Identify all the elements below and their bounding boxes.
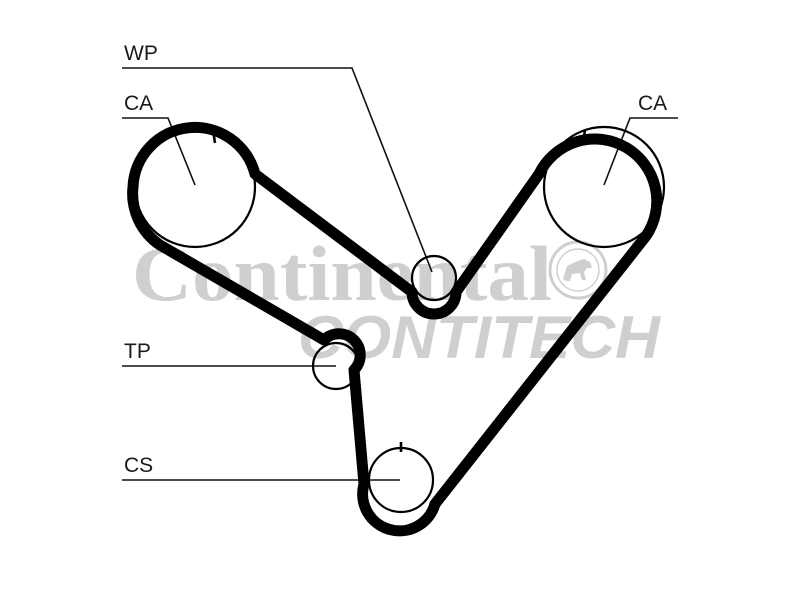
leader-lines — [122, 67, 678, 481]
label-ca-left: CA — [124, 92, 153, 115]
label-wp: WP — [124, 42, 158, 65]
label-cs: CS — [124, 454, 153, 477]
leader-wp — [122, 67, 433, 273]
pulley-ca-right — [542, 125, 666, 249]
label-ca-right: CA — [638, 92, 667, 115]
leader-ca-right — [603, 117, 678, 186]
pulley-wp — [410, 254, 458, 302]
leader-ca-left — [122, 117, 196, 186]
label-tp: TP — [124, 340, 151, 363]
watermark: Continental CONTITECH — [132, 230, 662, 371]
timing-belt — [127, 122, 663, 537]
labels: WP CA CA TP CS — [124, 42, 667, 477]
